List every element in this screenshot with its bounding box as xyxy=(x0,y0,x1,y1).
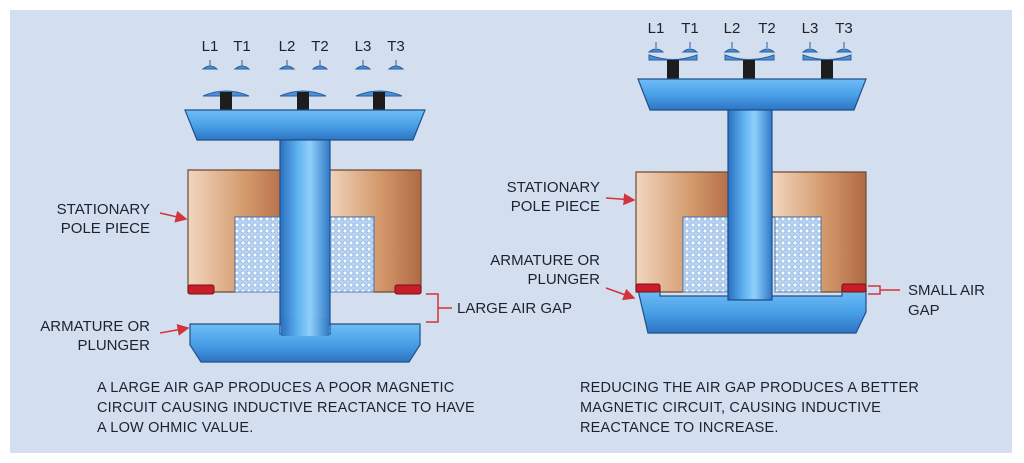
right-fixed-contacts xyxy=(647,42,853,53)
left-armature xyxy=(189,323,421,363)
right-contact-icon xyxy=(835,42,853,53)
left-pole-label-line1: STATIONARY xyxy=(57,201,150,218)
right-terminal-l1: L1 xyxy=(648,20,665,37)
right-gap-pad-right xyxy=(841,283,867,293)
left-armature-arrow xyxy=(159,323,190,336)
right-pole-arrow xyxy=(605,193,636,206)
right-gap-bracket xyxy=(868,285,881,295)
left-terminal-l1: L1 xyxy=(202,38,219,55)
left-contact-icon xyxy=(311,60,329,70)
left-contact-icon xyxy=(387,60,405,70)
left-gap-bracket xyxy=(426,293,439,323)
right-caption-line2: MAGNETIC CIRCUIT, CAUSING INDUCTIVE xyxy=(580,400,881,416)
left-terminal-l2: L2 xyxy=(279,38,296,55)
left-crossbar xyxy=(184,109,426,141)
right-pole-label-line1: STATIONARY xyxy=(507,179,600,196)
right-gap-pad-left xyxy=(635,283,661,293)
left-contact-icon xyxy=(201,60,219,70)
left-terminal-t3: T3 xyxy=(387,38,405,55)
right-terminal-t2: T2 xyxy=(758,20,776,37)
left-coil-right xyxy=(329,216,375,293)
left-gap-label: LARGE AIR GAP xyxy=(457,300,572,317)
left-terminal-t2: T2 xyxy=(311,38,329,55)
right-gap-label-line2: GAP xyxy=(908,302,940,319)
right-contact-icon xyxy=(681,42,699,53)
right-coil-left xyxy=(682,216,729,293)
right-contact-icon xyxy=(723,42,741,53)
left-terminal-labels: L1 T1 L2 T2 L3 T3 xyxy=(202,38,405,55)
right-pole-label-line2: POLE PIECE xyxy=(511,198,600,215)
right-coil-right xyxy=(774,216,822,293)
left-shaft-joint xyxy=(281,318,329,336)
right-contact-icon xyxy=(801,42,819,53)
right-terminal-l2: L2 xyxy=(724,20,741,37)
left-caption-line3: A LOW OHMIC VALUE. xyxy=(97,420,253,436)
left-gap-pad-left xyxy=(187,284,215,295)
left-pole-arrow xyxy=(159,210,188,223)
left-contact-icon xyxy=(354,60,372,70)
right-terminal-l3: L3 xyxy=(802,20,819,37)
right-gap-label-line1: SMALL AIR xyxy=(908,282,985,299)
left-caption-line1: A LARGE AIR GAP PRODUCES A POOR MAGNETIC xyxy=(97,380,454,396)
right-contact-icon xyxy=(758,42,776,53)
left-fixed-contacts xyxy=(201,60,405,70)
left-armature-label-line2: PLUNGER xyxy=(77,337,150,354)
right-contact-icon xyxy=(647,42,665,53)
left-caption-line2: CIRCUIT CAUSING INDUCTIVE REACTANCE TO H… xyxy=(97,400,475,416)
right-caption-line1: REDUCING THE AIR GAP PRODUCES A BETTER xyxy=(580,380,919,396)
right-terminal-t3: T3 xyxy=(835,20,853,37)
left-pole-label-line2: POLE PIECE xyxy=(61,220,150,237)
right-terminal-t1: T1 xyxy=(681,20,699,37)
right-diagram: L1 T1 L2 T2 L3 T3 xyxy=(490,20,985,436)
left-coil-left xyxy=(234,216,281,293)
right-plunger-shaft xyxy=(727,109,773,301)
right-caption-line3: REACTANCE TO INCREASE. xyxy=(580,420,779,436)
right-armature-arrow xyxy=(605,287,636,301)
right-movable-contacts xyxy=(648,54,852,79)
right-armature-label-line2: PLUNGER xyxy=(527,271,600,288)
left-plunger-shaft xyxy=(279,139,331,326)
left-diagram: L1 T1 L2 T2 L3 T3 xyxy=(40,38,572,436)
left-terminal-t1: T1 xyxy=(233,38,251,55)
right-armature-label-line1: ARMATURE OR xyxy=(490,252,600,269)
right-crossbar xyxy=(637,78,867,111)
left-movable-contacts xyxy=(202,90,403,110)
left-contact-icon xyxy=(278,60,296,70)
left-armature-label-line1: ARMATURE OR xyxy=(40,318,150,335)
left-gap-pad-right xyxy=(394,284,422,295)
left-contact-icon xyxy=(233,60,251,70)
right-terminal-labels: L1 T1 L2 T2 L3 T3 xyxy=(648,20,853,37)
left-terminal-l3: L3 xyxy=(355,38,372,55)
right-armature xyxy=(637,289,867,334)
